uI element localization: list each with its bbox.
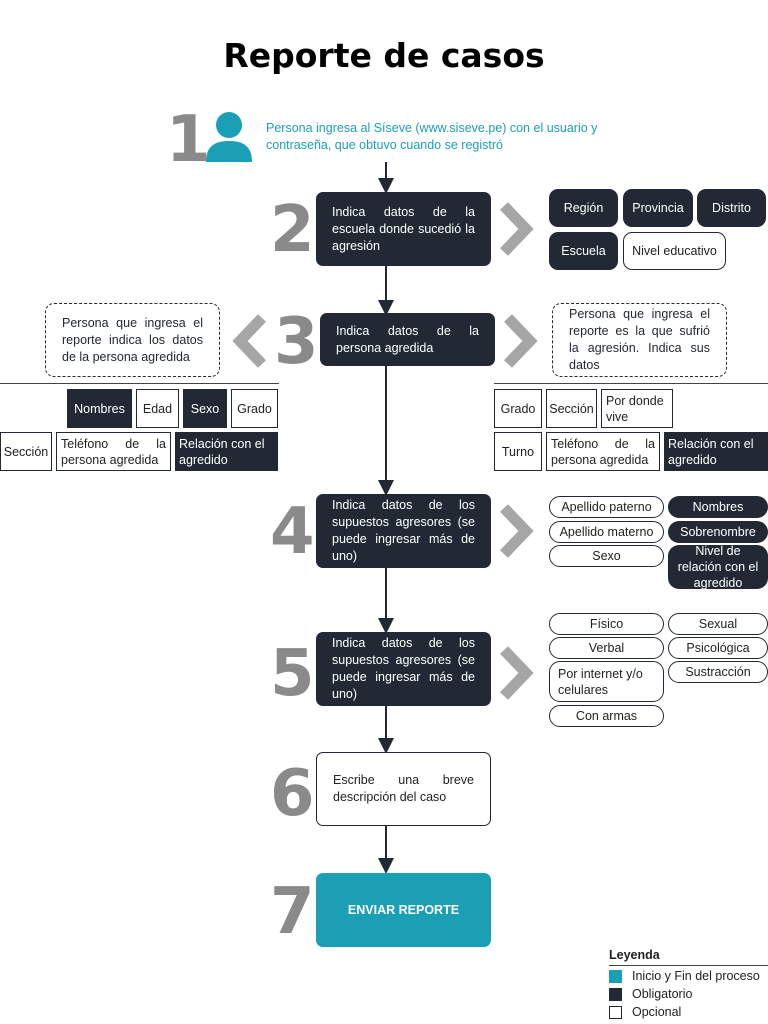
step-3-box: Indica datos de la persona agredida <box>320 313 495 366</box>
field-con-armas: Con armas <box>549 705 664 727</box>
step-number-7: 7 <box>270 875 315 949</box>
step-1-text: Persona ingresa al Síseve (www.siseve.pe… <box>266 121 598 152</box>
field-sexo-agresor: Sexo <box>549 545 664 567</box>
legend-item-opcional: Opcional <box>609 1005 681 1019</box>
step-5-box: Indica datos de los supuestos agresores … <box>316 632 491 706</box>
step-number-2: 2 <box>270 193 315 267</box>
field-por-donde-vive: Por donde vive <box>601 389 673 428</box>
field-sexo: Sexo <box>183 389 227 428</box>
field-sobrenombre: Sobrenombre <box>668 521 768 543</box>
field-seccion: Sección <box>0 432 52 471</box>
divider-right <box>494 383 768 384</box>
legend-title: Leyenda <box>609 948 660 962</box>
field-relacion: Relación con el agredido <box>175 432 278 471</box>
field-sustraccion: Sustracción <box>668 661 768 683</box>
user-icon <box>206 112 252 162</box>
field-sexual: Sexual <box>668 613 768 635</box>
step-number-3: 3 <box>274 305 319 379</box>
field-nivel-educativo: Nivel educativo <box>623 232 726 270</box>
field-distrito: Distrito <box>697 189 766 227</box>
field-telefono-right: Teléfono de la persona agredida <box>546 432 660 471</box>
chevron-right-icon <box>500 202 534 256</box>
step-number-6: 6 <box>270 757 315 831</box>
step-number-1: 1 <box>166 103 211 177</box>
field-provincia: Provincia <box>623 189 693 227</box>
field-psicologica: Psicológica <box>668 637 768 659</box>
step-6-box: Escribe una breve descripción del caso <box>316 752 491 826</box>
field-internet: Por internet y/o celulares <box>549 661 664 702</box>
field-escuela: Escuela <box>549 232 618 270</box>
legend-divider <box>609 965 768 966</box>
field-edad: Edad <box>136 389 179 428</box>
legend-swatch-dark <box>609 987 622 1001</box>
step-number-4: 4 <box>270 495 315 569</box>
field-turno: Turno <box>494 432 542 471</box>
field-apellido-materno: Apellido materno <box>549 521 664 543</box>
chevron-right-icon <box>500 504 534 558</box>
step-2-box: Indica datos de la escuela donde sucedió… <box>316 192 491 266</box>
field-grado: Grado <box>231 389 278 428</box>
chevron-left-icon <box>232 314 266 368</box>
legend-swatch-teal <box>609 969 622 983</box>
field-fisico: Físico <box>549 613 664 635</box>
chevron-right-icon <box>500 646 534 700</box>
step-4-box: Indica datos de los supuestos agresores … <box>316 494 491 568</box>
legend-item-obligatorio: Obligatorio <box>609 987 692 1001</box>
legend-swatch-white <box>609 1005 622 1019</box>
field-region: Región <box>549 189 618 227</box>
enviar-reporte-button[interactable]: ENVIAR REPORTE <box>316 873 491 947</box>
field-telefono: Teléfono de la persona agredida <box>56 432 171 471</box>
field-grado-right: Grado <box>494 389 542 428</box>
step-3-left-note: Persona que ingresa el reporte indica lo… <box>45 303 220 377</box>
field-seccion-right: Sección <box>546 389 597 428</box>
field-nombres: Nombres <box>67 389 132 428</box>
chevron-right-icon <box>504 314 538 368</box>
page-title: Reporte de casos <box>223 36 545 75</box>
field-apellido-paterno: Apellido paterno <box>549 496 664 518</box>
field-nombres-agresor: Nombres <box>668 496 768 518</box>
divider-left <box>0 383 279 384</box>
step-3-right-note: Persona que ingresa el reporte es la que… <box>552 303 727 377</box>
legend-item-inicio-fin: Inicio y Fin del proceso <box>609 969 760 983</box>
field-nivel-relacion: Nivel de relación con el agredido <box>668 544 768 590</box>
field-relacion-right: Relación con el agredido <box>664 432 768 471</box>
field-verbal: Verbal <box>549 637 664 659</box>
step-number-5: 5 <box>270 637 315 711</box>
